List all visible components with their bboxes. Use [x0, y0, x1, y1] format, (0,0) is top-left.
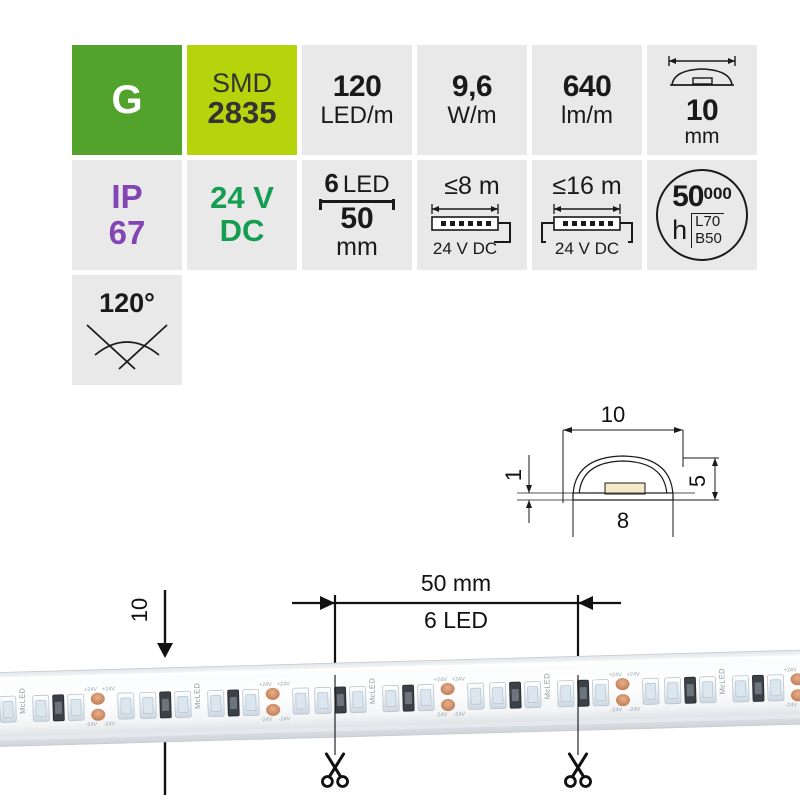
- lifetime-value: 50: [672, 180, 704, 214]
- lifetime-thousands: 000: [703, 184, 732, 204]
- smd-code: 2835: [207, 95, 277, 131]
- cs-thickness-label: 1: [501, 469, 526, 481]
- tile-beam-angle: 120°: [72, 275, 182, 385]
- color-badge-letter: G: [111, 77, 143, 122]
- max-length-single-value: ≤8 m: [444, 171, 500, 200]
- cut-length-value: 50: [340, 201, 374, 235]
- double-feed-supply-label: 24 V DC: [554, 238, 620, 258]
- power-unit: W/m: [447, 101, 497, 129]
- power-value: 9,6: [451, 70, 493, 104]
- strip-width-value: 10: [685, 93, 719, 127]
- flux-value: 640: [562, 70, 612, 104]
- led-density-unit: LED/m: [320, 101, 394, 129]
- strip-profile-icon: [660, 52, 744, 92]
- led-strip-illustration: McLED +24V -24V: [0, 555, 800, 800]
- tile-smd-type: SMD 2835: [187, 45, 297, 155]
- cut-line-marker-left: [321, 675, 349, 788]
- cut-line-marker-right: [564, 675, 592, 788]
- strip-width-unit: mm: [684, 125, 720, 149]
- tile-strip-width: 10 mm: [647, 45, 757, 155]
- ip-value: 67: [108, 214, 146, 251]
- tile-max-length-single: ≤8 m 2: [417, 160, 527, 270]
- double-feed-wiring-icon: [537, 202, 637, 250]
- tile-lifetime: 50 000 h L70 B50: [647, 160, 757, 270]
- tile-luminous-flux: 640 lm/m: [532, 45, 642, 155]
- segment-led-count-label: 6 LED: [424, 607, 488, 633]
- tile-voltage: 24 V DC: [187, 160, 297, 270]
- ip-label: IP: [111, 178, 143, 216]
- tile-led-density: 120 LED/m: [302, 45, 412, 155]
- lifetime-circle: 50 000 h L70 B50: [656, 169, 748, 261]
- beam-angle-value: 120°: [99, 287, 155, 318]
- scissors-icon: [564, 752, 592, 788]
- cut-length-unit: mm: [336, 232, 378, 261]
- strip-body: [0, 649, 800, 748]
- lifetime-l-value: L70: [695, 213, 721, 231]
- cut-led-unit: LED: [342, 170, 390, 198]
- lifetime-maintenance-box: L70 B50: [691, 213, 724, 248]
- voltage-type: DC: [219, 213, 265, 248]
- lifetime-b-value: B50: [695, 230, 722, 247]
- tile-power: 9,6 W/m: [417, 45, 527, 155]
- led-density-value: 120: [332, 70, 382, 104]
- single-feed-wiring-icon: [424, 202, 520, 250]
- segment-length-dimension: 50 mm 6 LED: [292, 570, 621, 685]
- tile-green-color-badge: G: [72, 45, 182, 155]
- lifetime-unit: h: [672, 215, 688, 245]
- cs-overall-width-label: 10: [601, 402, 625, 427]
- tile-ip-rating: IP 67: [72, 160, 182, 270]
- segment-length-label: 50 mm: [421, 570, 491, 596]
- voltage-value: 24 V: [210, 180, 274, 216]
- max-double-limit-text: ≤16 m: [552, 171, 622, 200]
- cs-base-width-label: 8: [617, 508, 629, 533]
- flux-unit: lm/m: [561, 101, 613, 129]
- max-length-double-value: ≤16 m: [552, 171, 622, 200]
- cut-dimension-rule: [319, 198, 395, 210]
- smd-label: SMD: [212, 68, 272, 99]
- max-single-limit-text: ≤8 m: [444, 171, 500, 200]
- cs-height-label: 5: [685, 475, 710, 487]
- cross-section-drawing: 10 1 5 8: [495, 395, 745, 540]
- single-feed-supply-label: 24 V DC: [432, 238, 498, 258]
- beam-angle-icon: [79, 321, 175, 373]
- cut-led-number: 6: [324, 167, 339, 198]
- scissors-icon: [321, 752, 349, 788]
- tile-max-length-double: ≤16 m: [532, 160, 642, 270]
- strip-width-dim-label: 10: [127, 598, 152, 622]
